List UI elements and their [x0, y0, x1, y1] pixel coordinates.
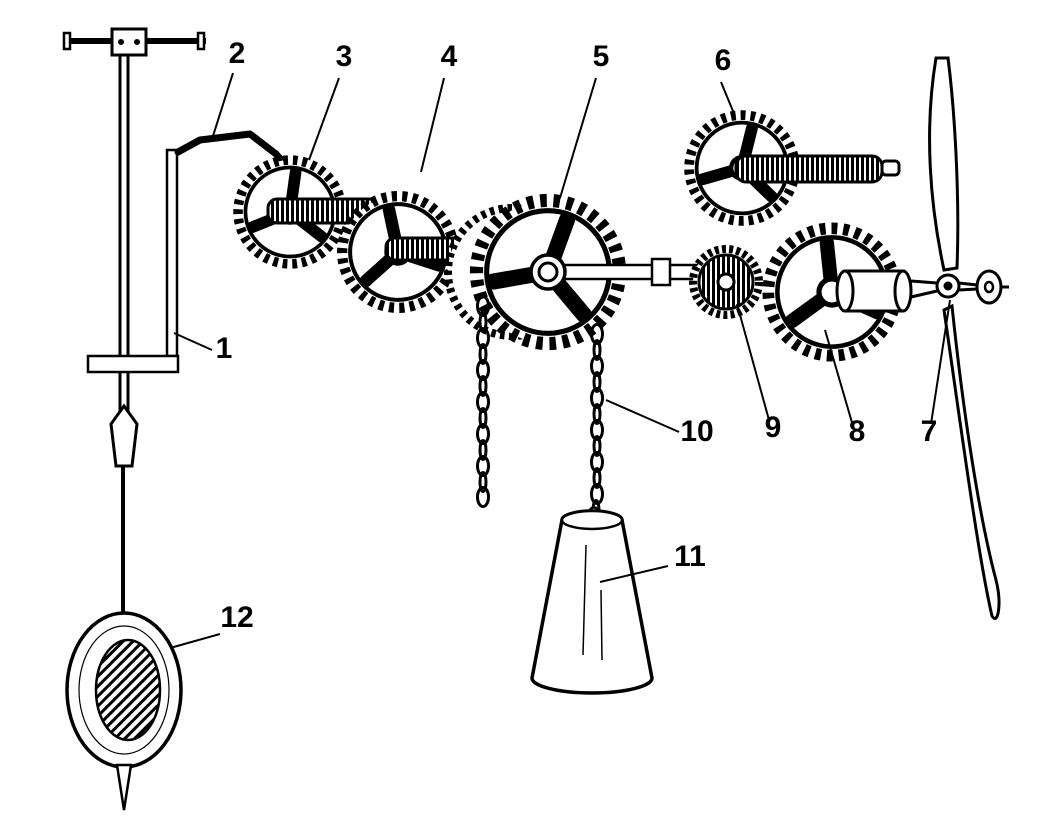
leader-line-3	[308, 77, 340, 161]
leader-line-9	[736, 303, 770, 421]
upper-wheel-pinion	[734, 154, 901, 184]
label-4: 4	[441, 40, 458, 73]
center-axle	[529, 253, 702, 291]
label-6: 6	[715, 44, 732, 77]
label-8: 8	[849, 415, 866, 448]
driving-weight	[530, 506, 654, 695]
label-1: 1	[216, 332, 233, 365]
pendulum-rod	[109, 55, 139, 616]
fly-fan	[928, 56, 1009, 620]
label-3: 3	[336, 40, 353, 73]
pinion	[689, 245, 763, 319]
label-7: 7	[921, 415, 938, 448]
label-11: 11	[674, 540, 706, 573]
leader-line-4	[420, 77, 445, 173]
chain-right-strand	[590, 323, 604, 521]
leader-line-12	[169, 633, 221, 649]
label-2: 2	[229, 37, 246, 70]
leader-line-8	[824, 329, 854, 427]
label-12: 12	[220, 601, 253, 634]
leader-line-1	[173, 332, 213, 351]
leader-line-6	[720, 81, 736, 117]
leader-line-11	[599, 565, 669, 583]
leader-line-2	[212, 72, 234, 137]
label-9: 9	[765, 411, 782, 444]
pendulum-bob	[65, 611, 183, 811]
chain-left-strand	[476, 295, 490, 508]
leader-line-10	[605, 399, 680, 433]
pallet-arm	[174, 130, 294, 174]
label-10: 10	[680, 415, 713, 448]
leader-lines	[169, 72, 951, 649]
great-wheel-hub	[835, 269, 938, 313]
crutch-rod	[86, 148, 180, 374]
label-5: 5	[593, 40, 610, 73]
leader-line-7	[930, 299, 951, 425]
leader-line-5	[559, 77, 597, 199]
suspension-bracket	[62, 27, 206, 57]
